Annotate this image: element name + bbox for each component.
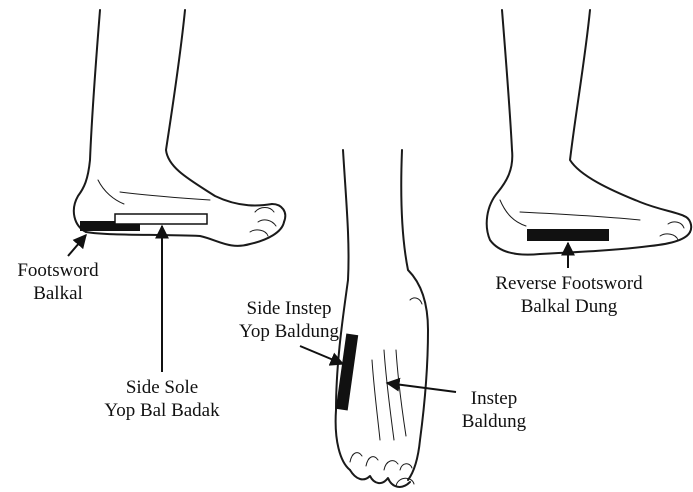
footsword-label-line1: Footsword xyxy=(2,259,114,282)
footsword-label-line2: Balkal xyxy=(2,282,114,305)
reverse-footsword-strike-bar xyxy=(527,229,609,241)
footsword-label: Footsword Balkal xyxy=(2,259,114,305)
right-foot-drawing xyxy=(487,10,691,255)
side-sole-label-line2: Yop Bal Badak xyxy=(62,399,262,422)
instep-label-line1: Instep xyxy=(444,387,544,410)
reverse-footsword-label-line1: Reverse Footsword xyxy=(484,272,654,295)
side-instep-label-line1: Side Instep xyxy=(216,297,362,320)
side-instep-arrow xyxy=(300,346,343,364)
side-instep-label: Side Instep Yop Baldung xyxy=(216,297,362,343)
instep-label-line2: Baldung xyxy=(444,410,544,433)
side-sole-label-line1: Side Sole xyxy=(62,376,262,399)
instep-label: Instep Baldung xyxy=(444,387,544,433)
footsword-arrow xyxy=(68,235,86,256)
side-sole-label: Side Sole Yop Bal Badak xyxy=(62,376,262,422)
reverse-footsword-label: Reverse Footsword Balkal Dung xyxy=(484,272,654,318)
left-foot-drawing xyxy=(74,10,285,246)
reverse-footsword-label-line2: Balkal Dung xyxy=(484,295,654,318)
side-sole-strike-bar xyxy=(115,214,207,224)
side-instep-label-line2: Yop Baldung xyxy=(216,320,362,343)
